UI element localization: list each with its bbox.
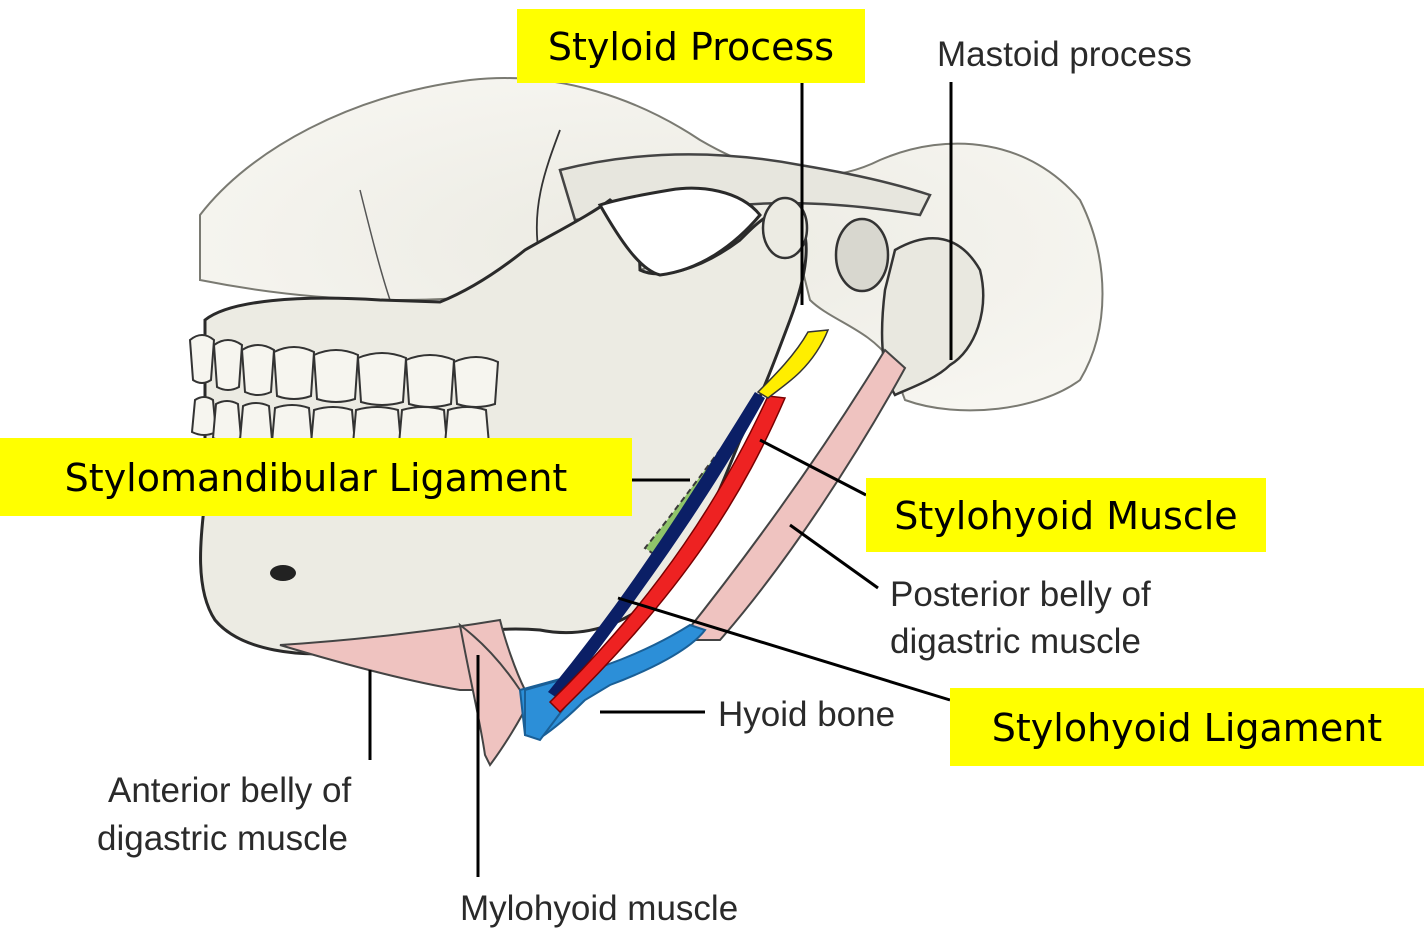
styloid-process-label-box [517,9,865,83]
styloid-process-label: Styloid Process [548,25,834,69]
stylohyoid-ligament-label: Stylohyoid Ligament [992,706,1382,750]
anterior-belly-label-line1: Anterior belly of [108,771,351,810]
stylohyoid-ligament-shape [548,392,765,700]
stylohyoid-muscle-label: Stylohyoid Muscle [894,494,1237,538]
stylohyoid-ligament-label-box [950,688,1424,766]
skull-suture-2 [359,189,391,301]
stylohyoid-muscle-shape [548,395,787,714]
stylohyoid-ligament-leader [617,596,951,702]
posterior-belly-leader [789,523,879,590]
external-acoustic-meatus [834,217,890,293]
posterior-belly-label-line2: digastric muscle [890,622,1141,661]
mylohyoid-muscle-label: Mylohyoid muscle [460,889,738,928]
stylomandibular-ligament-label-box [0,438,632,516]
mandibular-condyle [761,196,809,260]
stylohyoid-muscle-label-box [866,478,1266,552]
stylohyoid-muscle-leader [759,438,867,497]
mastoid-process-label: Mastoid process [937,35,1192,74]
hyoid-bone-shape [518,623,707,740]
upper-teeth [188,334,500,408]
stylomandibular-ligament-label: Stylomandibular Ligament [65,456,568,500]
styloid-process-shape [756,329,830,399]
mandibular-notch [597,186,762,277]
posterior-belly-digastric-muscle [677,348,907,641]
hyoid-bone-label: Hyoid bone [718,695,895,734]
anterior-belly-label-line2: digastric muscle [97,819,348,858]
posterior-belly-label-line1: Posterior belly of [890,575,1151,614]
mental-foramen [270,565,296,581]
